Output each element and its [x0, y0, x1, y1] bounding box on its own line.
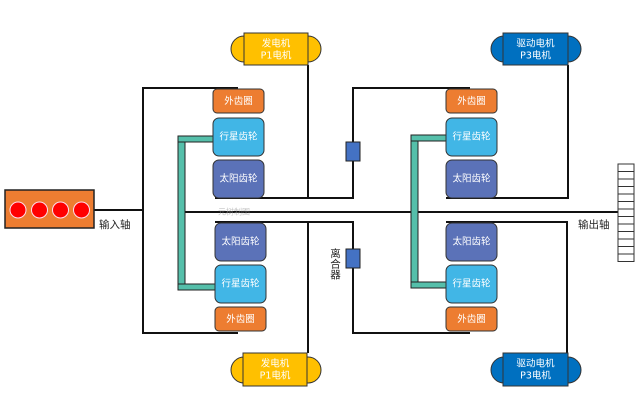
drive-motor-sublabel: P3电机 [520, 50, 551, 62]
output-shaft-label: 输出轴 [578, 218, 610, 231]
gear-label: 太阳齿轮 [221, 236, 260, 248]
drive-motor-bottom: 驱动电机 P3电机 [490, 352, 582, 387]
left-planet-gear-bottom [214, 264, 267, 304]
left-planet-carrier [177, 135, 216, 291]
rack-tooth [617, 223, 635, 232]
rack-tooth [617, 208, 635, 217]
drive-motor-label: 驱动电机 [516, 358, 555, 370]
gear-label: 太阳齿轮 [219, 173, 258, 185]
cylinder [9, 201, 27, 219]
gear-label: 太阳齿轮 [452, 236, 491, 248]
right-planet-gear-bottom [445, 264, 498, 304]
gear-label: 行星齿轮 [221, 278, 260, 290]
generator-sublabel: P1电机 [261, 50, 292, 62]
engine [4, 189, 95, 229]
clutch-top [345, 141, 361, 162]
right-sun-gear-bottom [445, 222, 498, 262]
gear-label: 外齿圈 [457, 313, 486, 325]
generator-top: 发电机 P1电机 [230, 32, 322, 66]
input-shaft-label: 输入轴 [99, 218, 131, 231]
left-ring-frame [142, 87, 238, 334]
gear-label: 太阳齿轮 [452, 173, 491, 185]
rack-tooth [617, 246, 635, 255]
right-sun-gear-top [445, 159, 498, 199]
output-gear-rack [617, 163, 635, 262]
rack-tooth [617, 238, 635, 247]
left-sun-gear-top [212, 159, 265, 199]
rack-tooth [617, 231, 635, 240]
p3-bottom-link [446, 221, 568, 353]
left-sun-gear-bottom [214, 222, 267, 262]
gear-label: 行星齿轮 [452, 131, 491, 143]
left-ring-gear-top [212, 88, 265, 114]
gear-label: 外齿圈 [224, 95, 253, 107]
cylinder [73, 201, 90, 219]
rack-tooth [617, 178, 635, 187]
cylinder [52, 201, 69, 219]
gear-label: 行星齿轮 [219, 131, 258, 143]
rack-tooth [617, 193, 635, 202]
gear-label: 行星齿轮 [452, 278, 491, 290]
watermark: 元树制图 [218, 207, 250, 217]
left-planet-gear-top [212, 117, 265, 157]
right-ring-gear-top [445, 88, 498, 114]
rack-tooth [617, 186, 635, 195]
drive-motor-sublabel: P3电机 [520, 370, 551, 382]
rack-tooth [617, 201, 635, 210]
drive-motor-label: 驱动电机 [516, 38, 555, 50]
generator-label: 发电机 [261, 358, 290, 370]
gear-label: 外齿圈 [226, 313, 255, 325]
rack-tooth [617, 253, 635, 262]
right-planet-gear-top [445, 117, 498, 157]
rack-tooth [617, 216, 635, 225]
clutch-bottom [345, 248, 361, 269]
gear-label: 外齿圈 [457, 95, 486, 107]
cylinder [31, 201, 48, 219]
right-ring-gear-bottom [445, 306, 498, 332]
drive-motor-top: 驱动电机 P3电机 [490, 32, 582, 66]
generator-bottom: 发电机 P1电机 [230, 352, 322, 387]
rack-tooth [617, 163, 635, 172]
generator-sublabel: P1电机 [260, 370, 291, 382]
left-ring-gear-bottom [214, 306, 267, 332]
clutch-label: 离合器 [329, 247, 341, 280]
connection-lines [94, 65, 618, 353]
right-planet-carrier [410, 134, 447, 289]
rack-tooth [617, 171, 635, 180]
lower-clutch-path [215, 221, 470, 334]
generator-label: 发电机 [262, 38, 291, 50]
